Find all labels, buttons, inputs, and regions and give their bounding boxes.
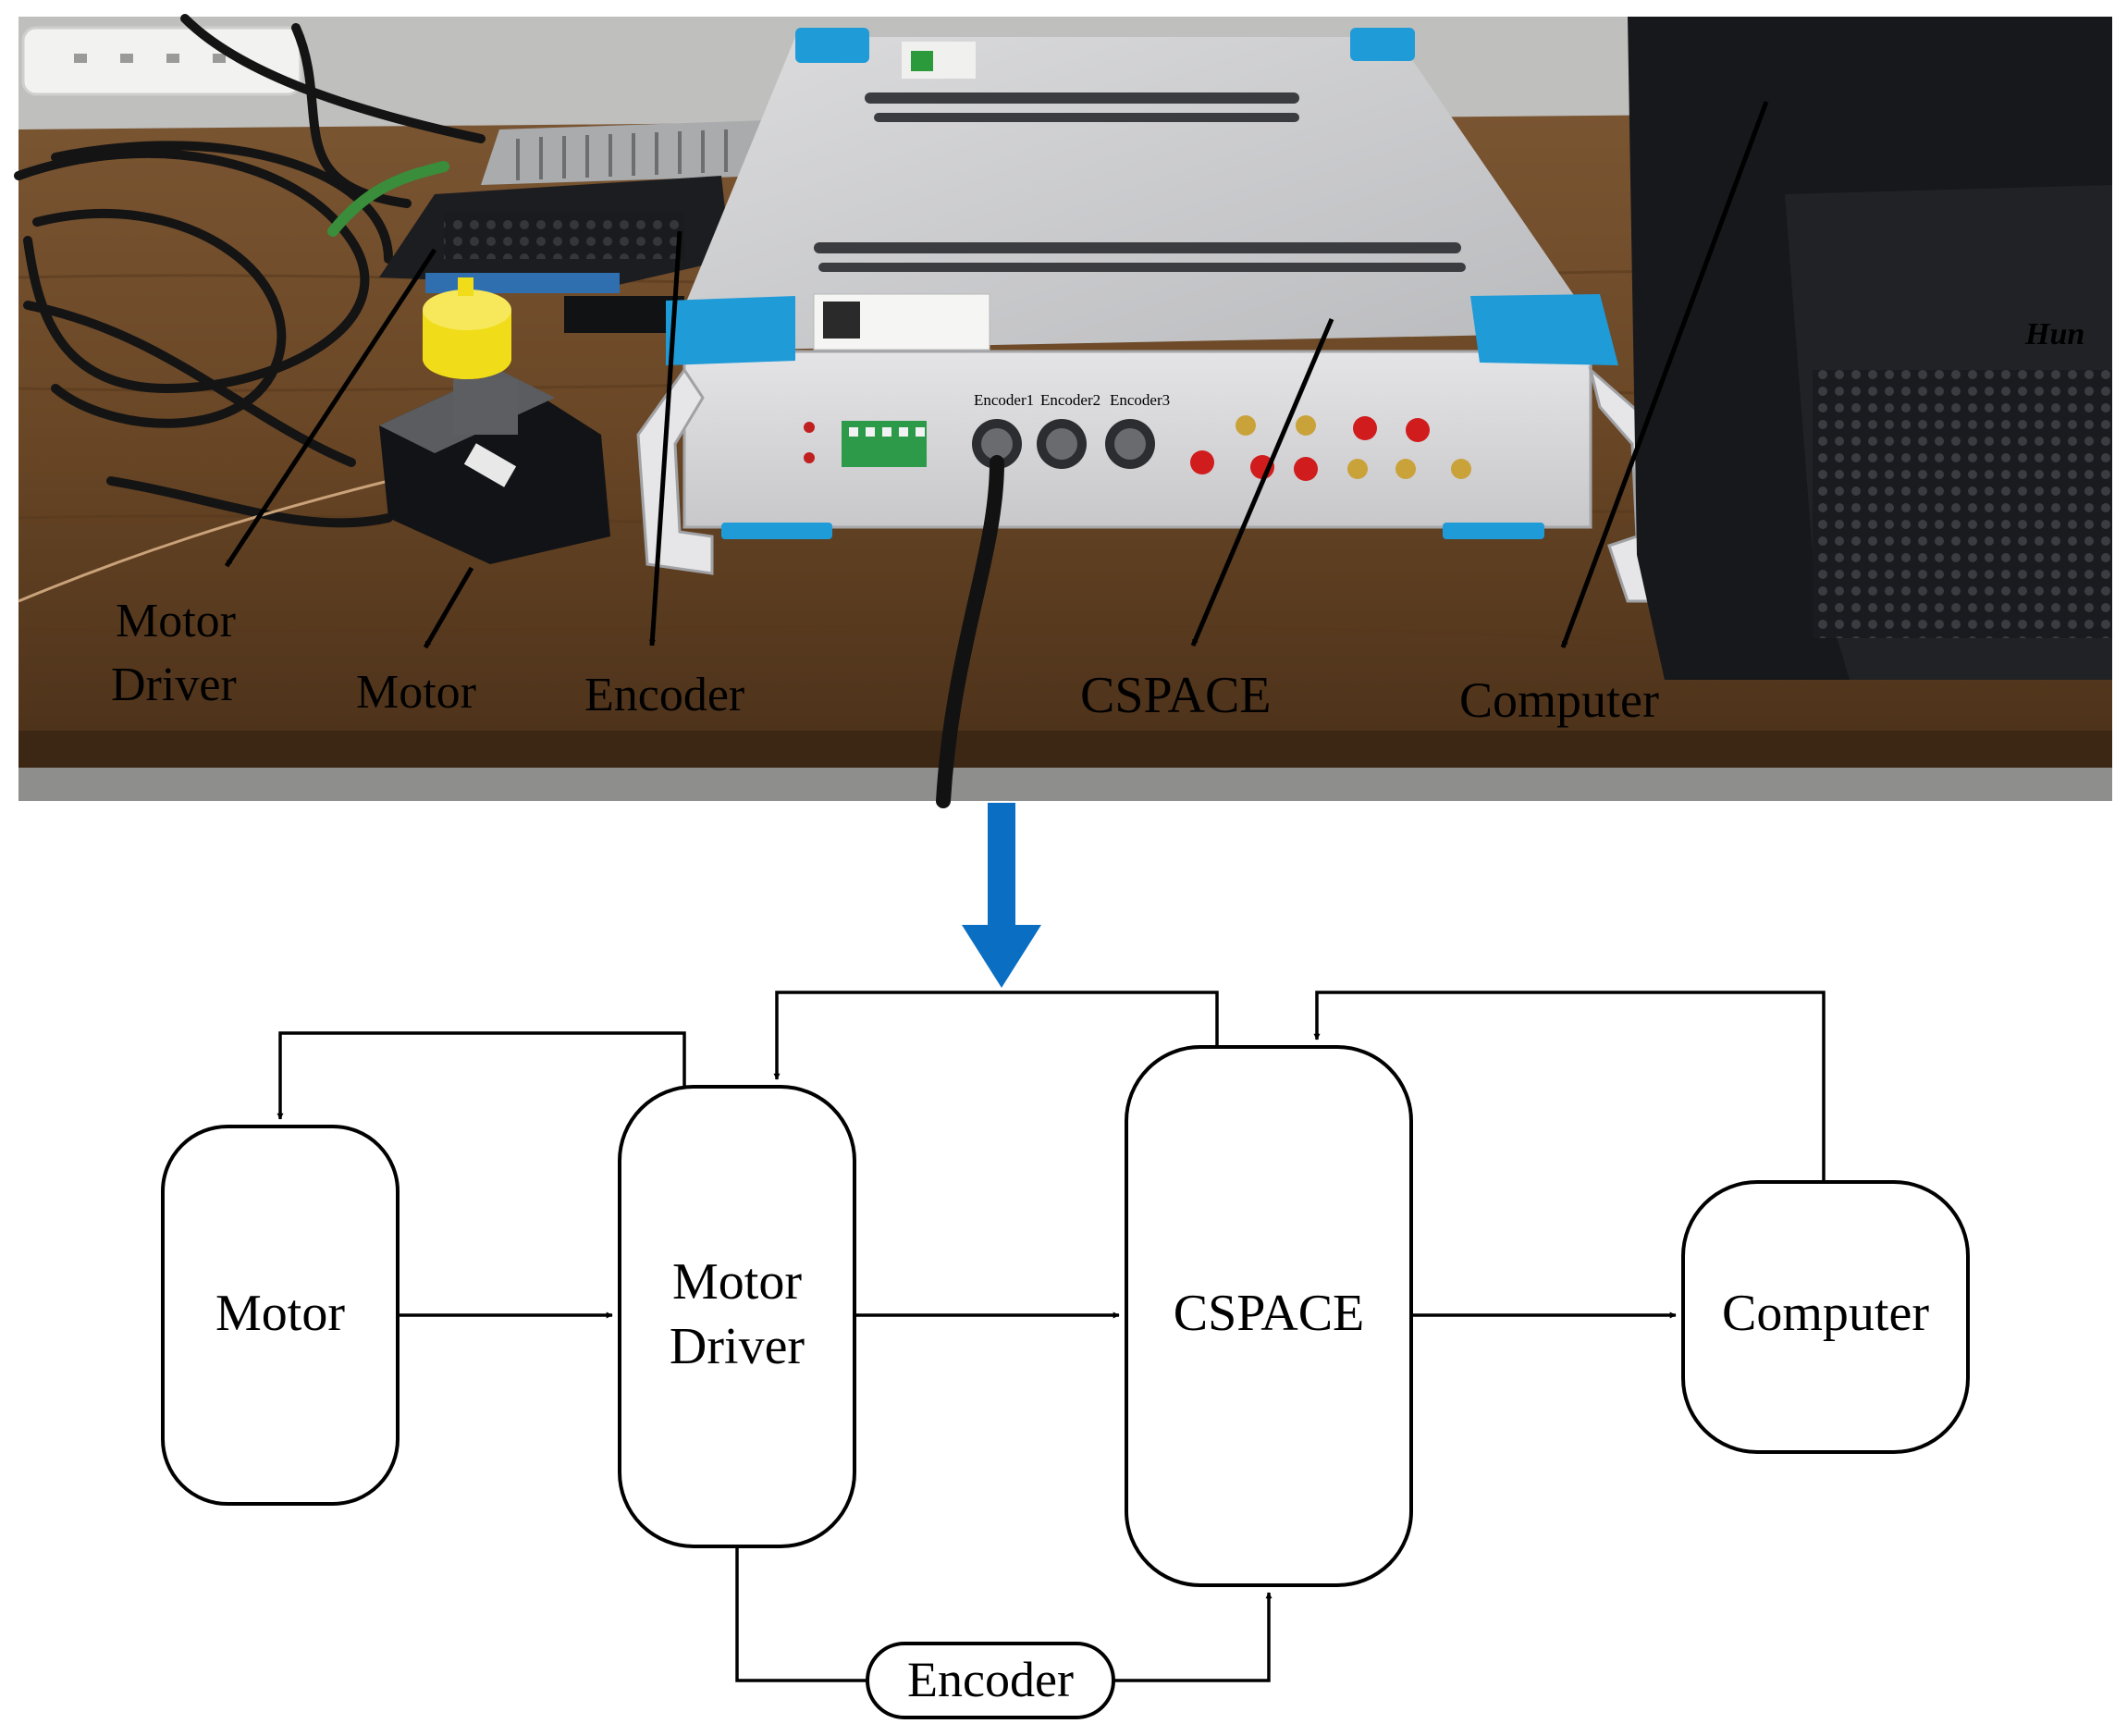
block-diagram	[161, 991, 1970, 1719]
arrow-cspace-to-driver	[773, 991, 1219, 1080]
hardware-photo: Encoder1 Encoder2 Encoder3	[14, 14, 2113, 808]
transition-arrow	[962, 803, 1041, 988]
cspace-blue-brackets	[666, 28, 1618, 539]
block-label-motor-driver-line2: Driver	[670, 1318, 805, 1375]
block-label-motor-driver-line1: Motor	[672, 1253, 802, 1311]
motor-photo	[379, 277, 610, 564]
photo-label-motor-driver-line2: Driver	[111, 659, 237, 711]
line-driver-to-encoder	[735, 1546, 867, 1682]
power-strip-sockets	[74, 54, 226, 63]
block-label-computer: Computer	[1722, 1285, 1929, 1342]
encoder-connectors	[972, 419, 1155, 469]
photo-pointer-lines	[224, 101, 1769, 649]
motor-driver-photo	[379, 120, 768, 333]
photo-label-cspace: CSPACE	[1080, 667, 1272, 724]
encoder-cable-photo	[936, 455, 1004, 808]
floor	[18, 768, 2112, 801]
photo-label-motor: Motor	[356, 666, 476, 719]
block-computer	[1681, 1180, 1970, 1454]
cspace-vents	[814, 92, 1466, 272]
photo-label-encoder: Encoder	[584, 669, 744, 721]
arrow-driver-to-motor	[277, 1031, 686, 1120]
block-label-encoder: Encoder	[907, 1652, 1074, 1707]
panel-label-encoder3: Encoder3	[1110, 391, 1170, 409]
arrow-computer-to-cspace	[1313, 991, 1826, 1182]
panel-label-encoder1: Encoder1	[974, 391, 1034, 409]
desk-edge	[18, 731, 2112, 768]
computer-photo: Hun	[1628, 17, 2112, 680]
thin-wire	[18, 479, 389, 603]
block-label-cspace: CSPACE	[1174, 1285, 1365, 1342]
computer-brand-text: Hun	[2024, 317, 2084, 351]
green-cable	[327, 161, 449, 237]
panel-label-encoder2: Encoder2	[1040, 391, 1100, 409]
photo-label-computer: Computer	[1459, 672, 1659, 728]
cspace-handle-left	[636, 367, 714, 575]
block-motor-driver	[618, 1085, 856, 1548]
arrow-encoder-to-cspace	[1113, 1592, 1273, 1682]
cspace-device-photo: Encoder1 Encoder2 Encoder3	[636, 28, 1676, 808]
power-strip	[21, 26, 302, 96]
photo-label-motor-driver-line1: Motor	[116, 595, 236, 647]
sma-connectors	[1190, 415, 1471, 481]
block-label-motor: Motor	[215, 1285, 345, 1342]
